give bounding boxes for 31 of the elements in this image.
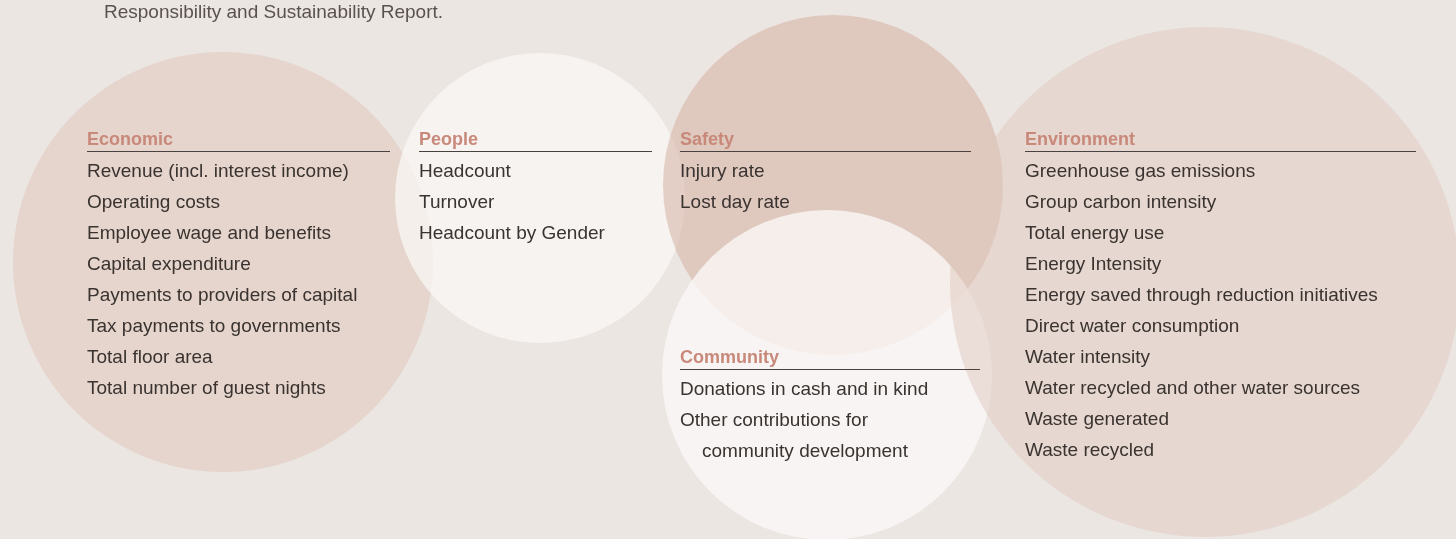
- category-heading: Community: [680, 345, 980, 370]
- indicator-text: Headcount: [419, 159, 512, 183]
- indicator-text: Group carbon intensity: [1025, 190, 1218, 214]
- indicator-text: Energy saved through reduction initiatives: [1025, 283, 1379, 307]
- indicator-text: Water recycled and other water sources: [1025, 376, 1362, 400]
- indicator-text: Other contributions for community development: [680, 408, 909, 463]
- indicator-text: Energy Intensity: [1025, 252, 1163, 276]
- indicator-text: Injury rate: [680, 159, 766, 183]
- category-heading: Environment: [1025, 127, 1416, 152]
- indicator-text: Turnover: [419, 190, 496, 214]
- indicator-text: Lost day rate: [680, 190, 791, 214]
- indicator-text: Revenue (incl. interest income): [87, 159, 350, 183]
- category-heading: People: [419, 127, 652, 152]
- indicator-text: Capital expenditure: [87, 252, 252, 276]
- indicator-text: Payments to providers of capital: [87, 283, 359, 307]
- indicator-text: Total floor area: [87, 345, 214, 369]
- indicator-text: Operating costs: [87, 190, 222, 214]
- indicator-text: Donations in cash and in kind: [680, 377, 930, 401]
- indicator-text: Tax payments to governments: [87, 314, 342, 338]
- category-heading: Economic: [87, 127, 390, 152]
- indicator-text: Direct water consumption: [1025, 314, 1241, 338]
- indicator-text: Headcount by Gender: [419, 221, 606, 245]
- indicator-text: Waste recycled: [1025, 438, 1156, 462]
- indicator-text: Greenhouse gas emissions: [1025, 159, 1257, 183]
- indicator-text: Water intensity: [1025, 345, 1151, 369]
- indicator-text: Employee wage and benefits: [87, 221, 332, 245]
- note-text: Responsibility and Sustainability Report.: [104, 1, 443, 23]
- indicator-text: Total number of guest nights: [87, 376, 327, 400]
- category-heading: Safety: [680, 127, 971, 152]
- indicator-text: Total energy use: [1025, 221, 1166, 245]
- indicator-text: Waste generated: [1025, 407, 1170, 431]
